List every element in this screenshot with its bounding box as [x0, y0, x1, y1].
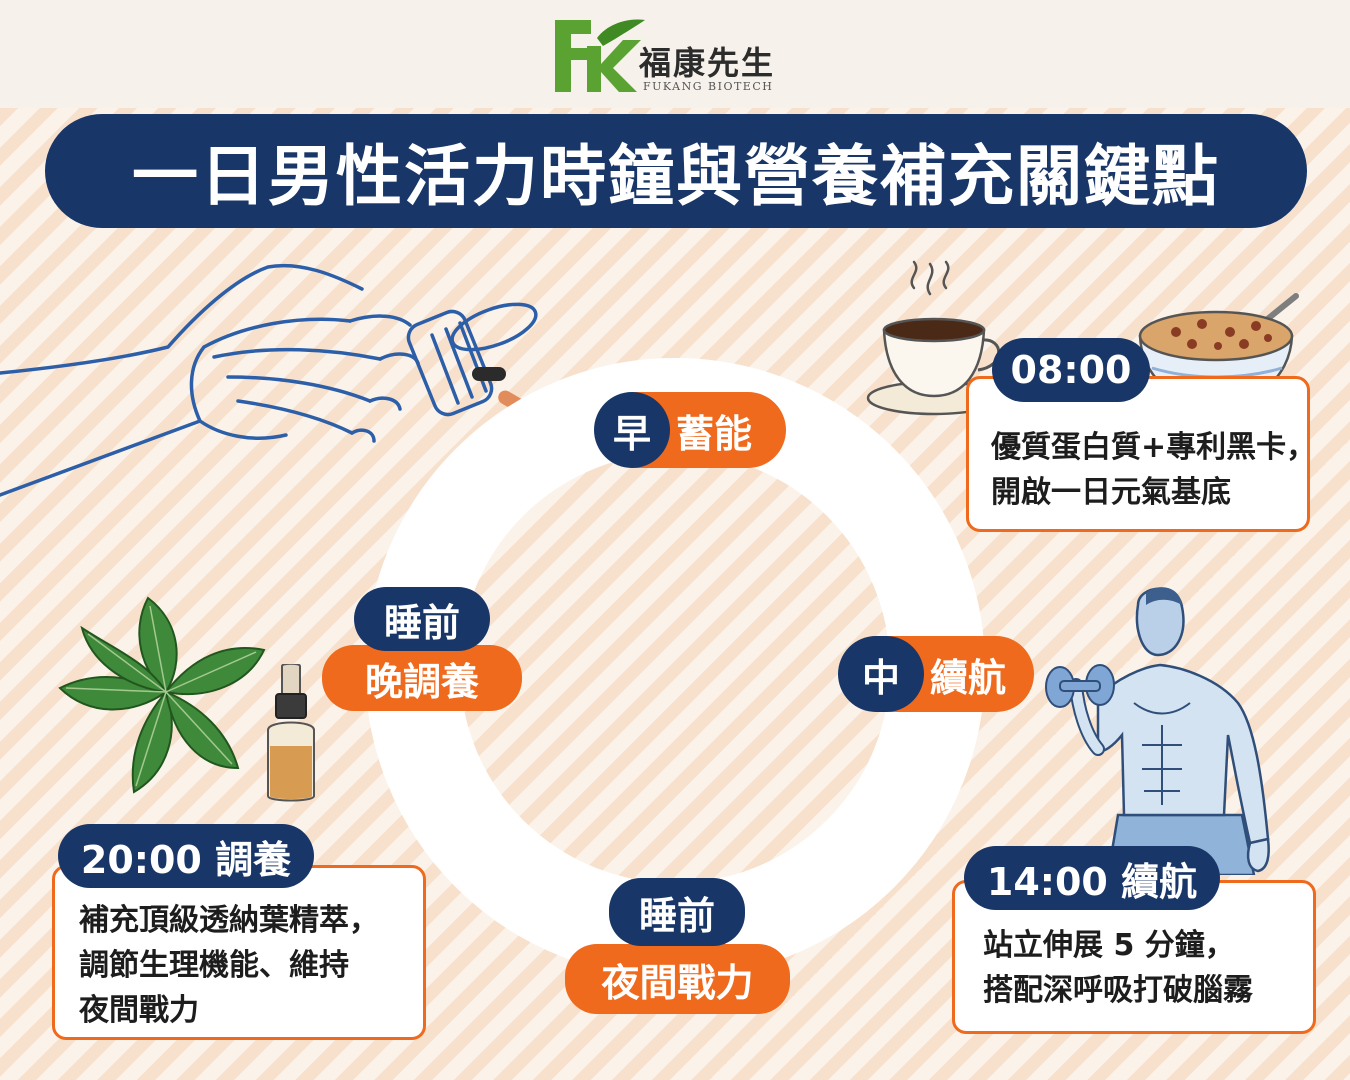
page-title: 一日男性活力時鐘與營養補充關鍵點	[132, 138, 1220, 215]
morning-card-text: 優質蛋白質+專利黑卡， 開啟一日元氣基底	[991, 425, 1316, 515]
afternoon-card-line: 站立伸展 5 分鐘，	[983, 928, 1235, 963]
evening-card-text: 補充頂級透納葉精萃， 調節生理機能、維持 夜間戰力	[79, 898, 379, 1033]
morning-card-line: 優質蛋白質+專利黑卡，	[991, 430, 1317, 465]
morning-card-line: 開啟一日元氣基底	[991, 475, 1231, 510]
dropper-bottle-illustration	[267, 664, 315, 802]
evening-card-line: 調節生理機能、維持	[79, 948, 349, 983]
clock-label-night: 睡前 夜間戰力	[565, 878, 790, 1018]
evening-badge: 睡前	[354, 587, 490, 651]
morning-badge: 早	[594, 392, 670, 468]
clock-label-morning: 早 蓄能	[594, 392, 786, 468]
clock-label-evening: 睡前 晚調養	[322, 587, 522, 717]
afternoon-card-text: 站立伸展 5 分鐘， 搭配深呼吸打破腦霧	[983, 923, 1253, 1013]
midday-badge: 中	[838, 636, 924, 712]
title-banner: 一日男性活力時鐘與營養補充關鍵點	[45, 114, 1307, 228]
brand-name-cn: 福康先生	[639, 44, 776, 82]
night-badge: 睡前	[609, 878, 745, 946]
fk-logo-icon	[555, 19, 645, 92]
muscular-man-dumbbell-illustration	[1045, 587, 1270, 875]
afternoon-card-line: 搭配深呼吸打破腦霧	[983, 973, 1253, 1008]
clock-label-midday: 中 續航	[838, 636, 1034, 712]
damiana-leaves-illustration	[58, 596, 266, 794]
morning-card: 優質蛋白質+專利黑卡， 開啟一日元氣基底	[966, 376, 1316, 532]
evening-time-tag: 20:00 調養	[58, 824, 314, 888]
evening-label: 晚調養	[322, 645, 522, 711]
afternoon-time-tag: 14:00 續航	[964, 846, 1220, 910]
header-band	[0, 0, 1350, 108]
morning-time-tag: 08:00	[992, 338, 1150, 402]
brand-logo: 福康先生 FUKANG BIOTECH	[553, 16, 793, 96]
evening-card-line: 補充頂級透納葉精萃，	[79, 903, 379, 938]
night-label: 夜間戰力	[565, 944, 790, 1014]
brand-name-en: FUKANG BIOTECH	[643, 80, 774, 93]
evening-card-line: 夜間戰力	[79, 993, 199, 1028]
evening-card: 補充頂級透納葉精萃， 調節生理機能、維持 夜間戰力	[52, 865, 426, 1040]
